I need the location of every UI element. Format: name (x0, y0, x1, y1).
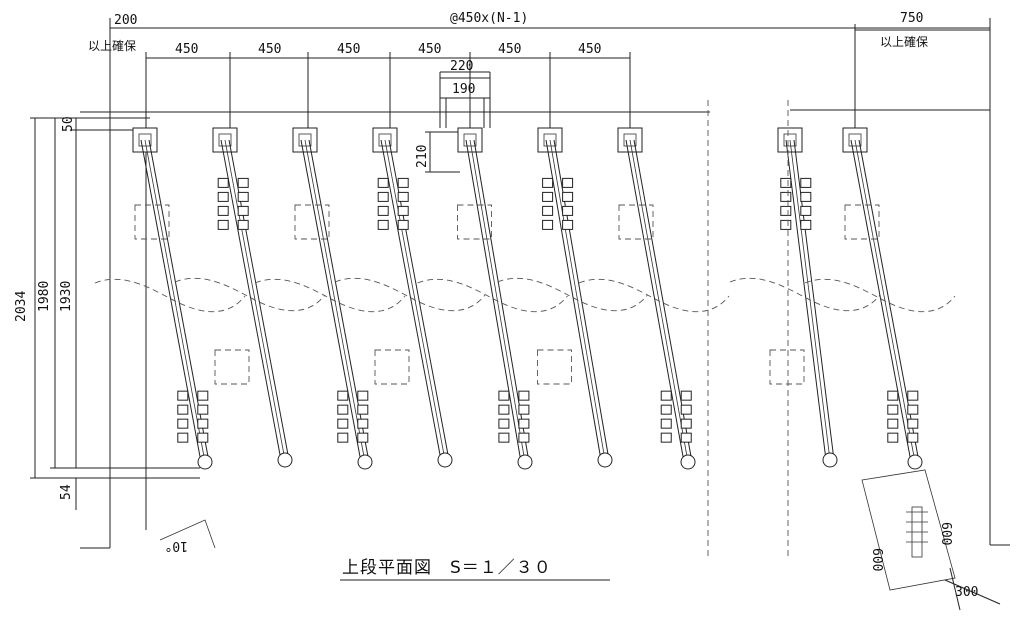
bicycle-racks (94, 127, 956, 470)
dim-1980: 1980 (37, 281, 52, 312)
dim-600-left: 600 (869, 548, 884, 571)
secure-label-left: 以上確保 (88, 38, 136, 53)
bicycle-rack (729, 127, 881, 468)
dim-190: 190 (452, 82, 475, 97)
dim-300: 300 (955, 585, 978, 600)
secure-label-right: 以上確保 (880, 34, 928, 49)
break-lines (707, 100, 789, 560)
bicycle-rack (94, 127, 246, 470)
dim-210: 210 (415, 145, 430, 168)
dim-54: 54 (59, 484, 74, 500)
bicycle-rack (174, 127, 326, 468)
bicycle-rack (497, 127, 648, 468)
dim-1930: 1930 (59, 281, 74, 312)
drawing-title: 上段平面図 S＝１／３０ (342, 558, 552, 578)
dim-450-6: 450 (578, 42, 601, 57)
bracket-detail-dims (425, 71, 491, 173)
dim-pitch-formula: @450x(N-1) (450, 11, 528, 26)
bicycle-rack (417, 127, 568, 470)
dim-450-3: 450 (337, 42, 360, 57)
dim-600-right: 600 (938, 522, 953, 545)
dim-450-4: 450 (418, 42, 441, 57)
dim-200: 200 (114, 13, 137, 28)
dim-220: 220 (450, 59, 473, 74)
bicycle-rack (254, 127, 406, 470)
dim-2034: 2034 (14, 291, 29, 322)
dim-50: 50 (61, 116, 76, 132)
dim-450-5: 450 (498, 42, 521, 57)
dim-450-2: 450 (258, 42, 281, 57)
dim-450-1: 450 (175, 42, 198, 57)
bicycle-rack (804, 127, 956, 470)
left-dimension-lines (30, 117, 200, 510)
dim-750: 750 (900, 11, 923, 26)
bicycle-rack (578, 127, 730, 470)
bicycle-rack (334, 127, 486, 468)
end-rack-detail (159, 469, 1001, 611)
dim-angle: 10° (165, 538, 188, 553)
dimension-labels: 200 @450x(N-1) 750 以上確保 以上確保 450 450 450… (14, 11, 978, 600)
